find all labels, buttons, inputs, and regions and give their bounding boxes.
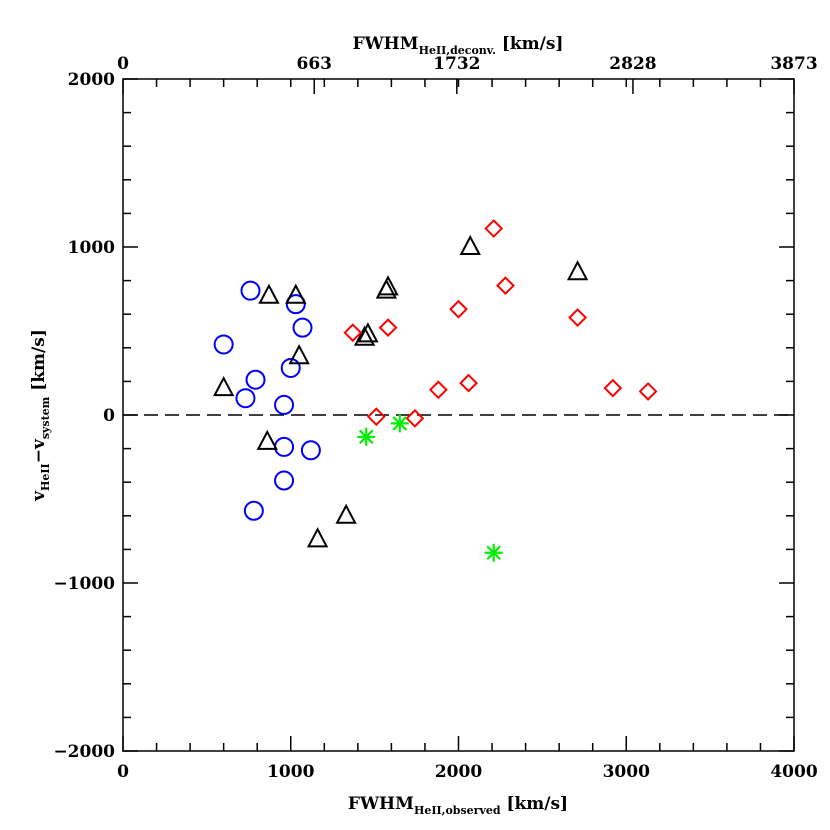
asterisk-marker: [357, 427, 376, 446]
diamond-marker: [428, 380, 448, 400]
triangle-marker: [353, 325, 376, 346]
triangle-marker: [256, 429, 278, 450]
circle-marker: [274, 394, 295, 415]
triangle-marker: [377, 275, 399, 296]
diamond-marker: [343, 323, 363, 343]
axis-tick-labels: 0 1000 2000 3000 4000 0 663 1732 2828 3873 −2000 −1…: [53, 54, 817, 782]
x-tick-label: 1000: [267, 762, 314, 782]
diamond-marker: [366, 407, 386, 427]
circle-marker: [235, 388, 256, 409]
top-tick-label: 2828: [609, 54, 656, 74]
triangle-marker: [212, 375, 235, 397]
circle-marker: [245, 369, 266, 390]
circle-marker: [240, 280, 261, 301]
triangle-marker: [357, 322, 379, 343]
x-tick-label: 4000: [770, 762, 817, 782]
data-markers: [212, 219, 658, 562]
diamond-marker: [638, 382, 658, 401]
asterisk-marker: [390, 414, 409, 433]
triangle-marker: [285, 283, 307, 304]
triangle-marker: [288, 344, 310, 365]
y-tick-label: −1000: [53, 574, 115, 594]
y-tick-label: 0: [103, 406, 115, 426]
triangle-marker: [566, 260, 589, 281]
diamond-marker: [603, 378, 623, 398]
axis-ticks: [122, 78, 795, 752]
x-tick-label: 3000: [603, 762, 650, 782]
y-axis-title: vHeII−vsystem [km/s]: [29, 329, 52, 502]
circle-marker: [280, 357, 301, 378]
diamond-marker: [405, 408, 425, 428]
asterisk-marker: [484, 543, 503, 562]
top-tick-label: 3873: [770, 54, 817, 74]
x-tick-label: 2000: [435, 762, 482, 782]
diamond-marker: [449, 299, 468, 319]
diamond-marker: [568, 308, 588, 327]
top-tick-label: 0: [117, 54, 129, 74]
circle-marker: [213, 334, 234, 355]
diamond-marker: [484, 219, 504, 238]
x-tick-label: 0: [117, 762, 129, 782]
y-tick-label: −2000: [53, 742, 115, 762]
diamond-marker: [459, 373, 478, 393]
y-tick-label: 1000: [68, 238, 115, 258]
y-tick-label: 2000: [68, 70, 115, 90]
circle-marker: [300, 440, 321, 461]
circle-marker: [243, 500, 264, 521]
top-axis-title: FWHMHeII,deconv. [km/s]: [353, 34, 564, 57]
circle-marker: [292, 317, 313, 338]
triangle-marker: [459, 234, 481, 255]
triangle-marker: [335, 503, 357, 524]
diamond-marker: [496, 276, 515, 296]
circle-marker: [285, 294, 306, 315]
x-axis-title: FWHMHeII,observed [km/s]: [348, 794, 568, 817]
top-tick-label: 663: [296, 54, 332, 74]
diamond-marker: [378, 318, 398, 338]
triangle-marker: [258, 283, 280, 304]
triangle-marker: [306, 527, 329, 548]
circle-marker: [274, 436, 295, 457]
top-tick-label: 1732: [433, 54, 480, 74]
circle-marker: [274, 470, 295, 491]
